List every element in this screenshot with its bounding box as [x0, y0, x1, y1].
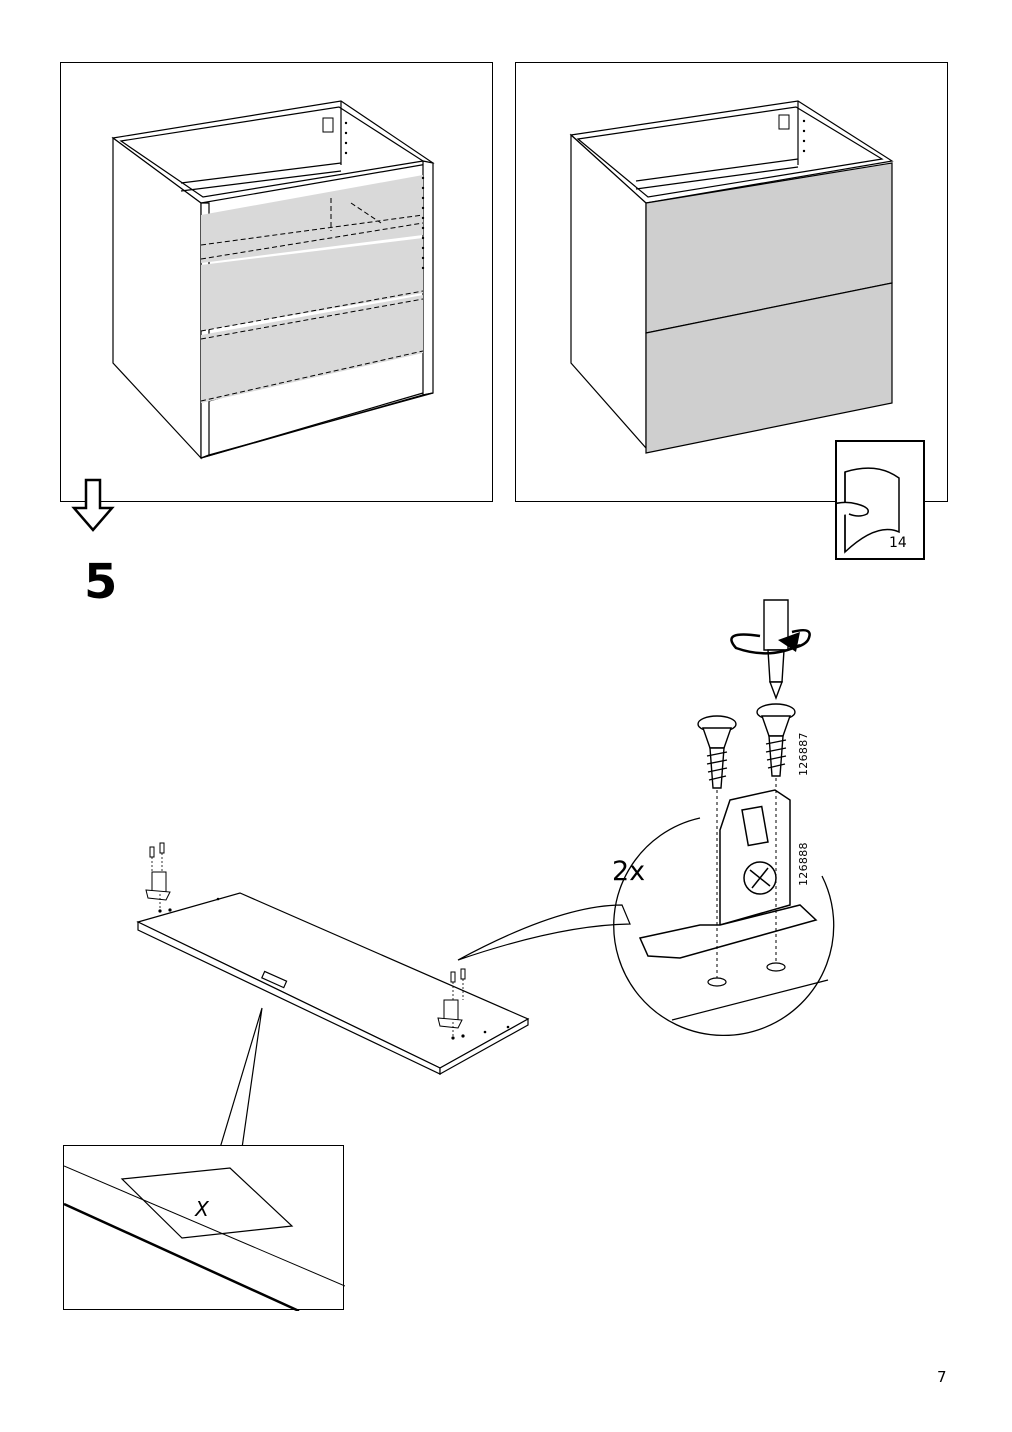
x-mark-label-illustration: X — [64, 1165, 345, 1311]
label-position-detail: X — [63, 1145, 345, 1311]
bracket-icon — [638, 789, 818, 959]
step-number: 5 — [84, 554, 118, 610]
quantity-label: 2x — [612, 856, 646, 887]
arrow-down-icon — [71, 478, 115, 532]
screw-part-number: 126887 — [797, 732, 810, 776]
screw-icon — [697, 703, 796, 789]
panel-cabinet-with-drawers-fitted — [515, 62, 948, 502]
rotate-arrow-icon — [730, 629, 811, 655]
x-mark-icon: X — [194, 1197, 210, 1221]
page-number: 7 — [937, 1368, 947, 1386]
cabinet-fitted-illustration — [569, 100, 894, 454]
reference-page-number: 14 — [889, 535, 907, 551]
cabinet-frame-illustration — [111, 100, 435, 460]
bracket-part-number: 126888 — [797, 842, 810, 886]
page-turn-hand-icon — [837, 467, 900, 554]
screwdriver-icon — [763, 599, 789, 700]
page-turn-reference — [835, 440, 925, 560]
panel-cabinet-with-drawers-outline — [60, 62, 493, 502]
